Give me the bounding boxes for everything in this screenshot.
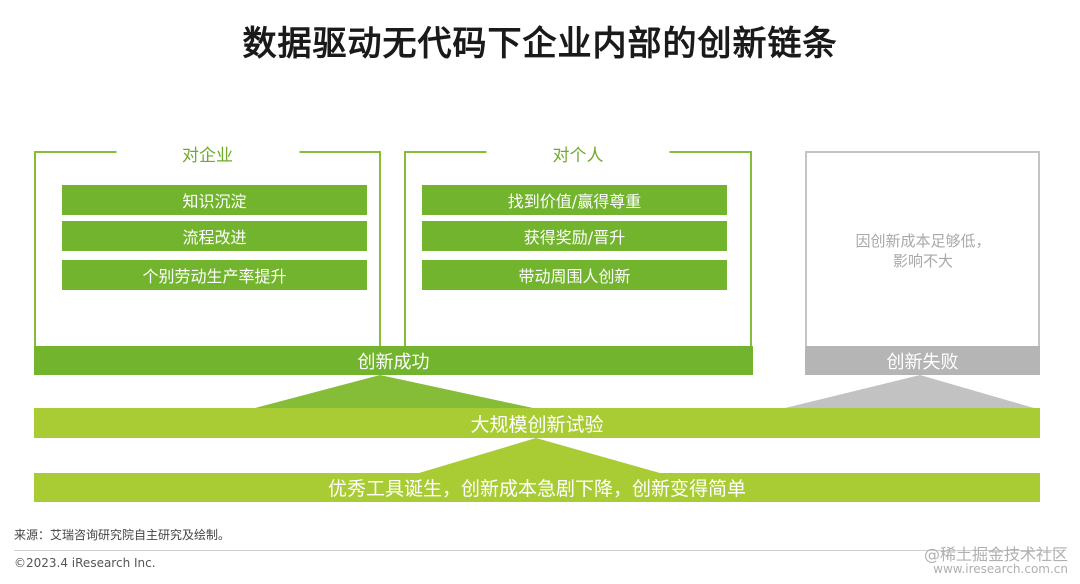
individual-panel-title: 对个人 (486, 141, 670, 166)
success-bar: 创新成功 (34, 346, 753, 375)
individual-item-value: 找到价值/赢得尊重 (422, 185, 727, 215)
failure-panel (805, 151, 1040, 347)
footer-divider (14, 550, 1066, 551)
experiment-to-failure-connector (785, 375, 1034, 408)
failure-bar: 创新失败 (805, 346, 1040, 375)
tools-bar: 优秀工具诞生，创新成本急剧下降，创新变得简单 (34, 473, 1040, 502)
individual-item-influence: 带动周围人创新 (422, 260, 727, 290)
tools-to-experiment-connector (419, 438, 660, 473)
enterprise-panel: 对企业 (34, 141, 381, 347)
watermark: @稀土掘金技术社区 www.iresearch.com.cn (924, 547, 1068, 577)
enterprise-panel-title: 对企业 (116, 141, 299, 166)
failure-note: 因创新成本足够低， 影响不大 (806, 231, 1040, 271)
enterprise-item-productivity: 个别劳动生产率提升 (62, 260, 367, 290)
experiment-bar: 大规模创新试验 (34, 408, 1040, 438)
individual-panel: 对个人 (404, 141, 752, 347)
watermark-text: @稀土掘金技术社区 (923, 545, 1068, 564)
failure-note-line-1: 因创新成本足够低， (855, 232, 991, 250)
page-title: 数据驱动无代码下企业内部的创新链条 (242, 24, 838, 64)
enterprise-item-knowledge: 知识沉淀 (62, 185, 367, 215)
failure-note-line-2: 影响不大 (892, 252, 953, 270)
experiment-to-success-connector (255, 375, 533, 408)
watermark-url: www.iresearch.com.cn (933, 562, 1068, 576)
source-note: 来源：艾瑞咨询研究院自主研究及绘制。 (14, 528, 231, 542)
copyright: ©2023.4 iResearch Inc. (14, 556, 156, 570)
enterprise-item-process: 流程改进 (62, 221, 367, 251)
individual-item-reward: 获得奖励/晋升 (422, 221, 727, 251)
